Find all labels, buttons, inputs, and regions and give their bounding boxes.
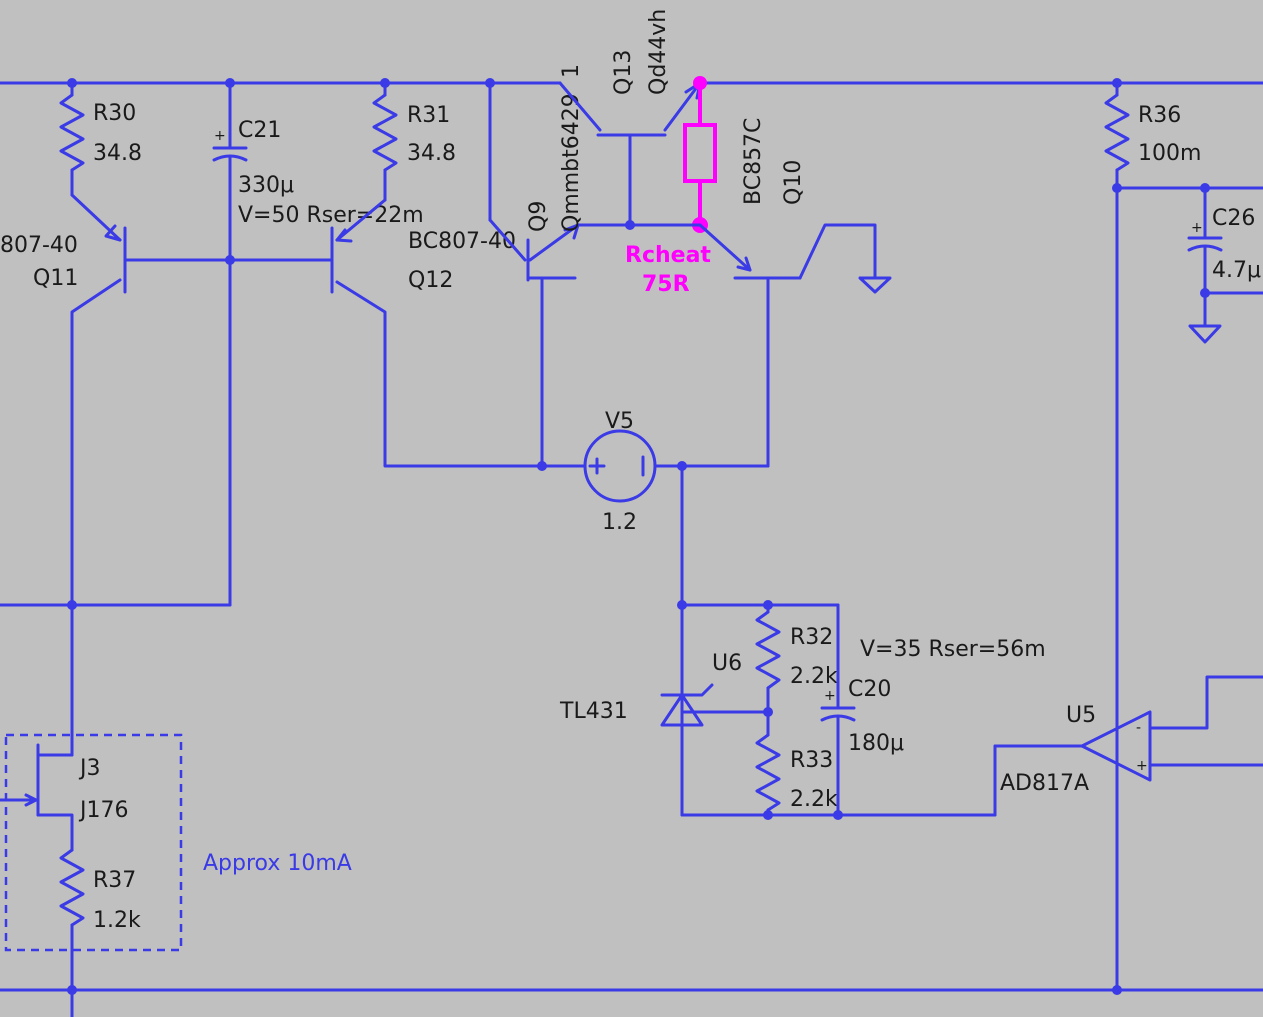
u5-minus: - (1136, 720, 1141, 736)
j3-ref: J3 (78, 756, 101, 781)
jfet-j3: J3 J176 (0, 603, 128, 852)
junction-dot (225, 255, 235, 265)
transistor-q11: 807-40 Q11 (0, 193, 232, 607)
rcheat-node-top (693, 76, 707, 90)
capacitor-c26: + C26 4.7μ (1187, 186, 1263, 344)
junction-dots (67, 78, 1210, 995)
u5-ref: U5 (1066, 703, 1096, 728)
rcheat-ref: Rcheat (625, 243, 711, 268)
q11-ref: Q11 (33, 266, 78, 291)
opamp-u5: - + U5 AD817A (993, 675, 1263, 817)
u6-ref: U6 (712, 651, 742, 676)
junction-dot (677, 461, 687, 471)
transistor-q12: BC807-40 Q12 (228, 198, 544, 468)
q9-model: Qmmbt6429 (559, 93, 584, 232)
resistor-r36: R36 100m (1104, 81, 1263, 992)
resistor-rcheat: Rcheat 75R (625, 76, 717, 297)
resistor-r32: R32 2.2k (755, 603, 838, 714)
bottom-rail (0, 988, 1263, 1017)
r37-value: 1.2k (93, 908, 141, 933)
c20-ref: C20 (848, 677, 891, 702)
junction-dot (625, 220, 635, 230)
junction-dot (763, 810, 773, 820)
transistor-q9: Q9 Qmmbt6429 (488, 81, 632, 468)
c21-ref: C21 (238, 118, 281, 143)
junction-dot (225, 78, 235, 88)
resistor-r33: R33 2.2k (755, 710, 838, 817)
capacitor-c21: + C21 330μ V=50 Rser=22m (212, 81, 424, 607)
r32-ref: R32 (790, 625, 833, 650)
q13-model: Qd44vh (646, 9, 671, 95)
capacitor-c20: + C20 180μ V=35 Rser=56m (820, 603, 1046, 817)
c21-value: 330μ (238, 173, 294, 198)
junction-dot (1112, 985, 1122, 995)
junction-dot (677, 600, 687, 610)
r36-ref: R36 (1138, 103, 1181, 128)
c21-polarity: + (214, 128, 226, 144)
ground-symbol-q10 (858, 276, 892, 294)
v5-value: 1.2 (602, 510, 637, 535)
resistor-r30: R30 34.8 (59, 81, 142, 197)
junction-dot (380, 78, 390, 88)
resistor-r31: R31 34.8 (372, 81, 456, 202)
r30-value: 34.8 (93, 141, 142, 166)
v5-ref: V5 (605, 409, 634, 434)
q10-ref: Q10 (781, 160, 806, 205)
shunt-u6: U6 TL431 (559, 651, 770, 727)
q12-ref: Q12 (408, 268, 453, 293)
source-v5: V5 1.2 (540, 409, 770, 535)
junction-dot (485, 78, 495, 88)
transistor-q10: BC857C Q10 (628, 118, 877, 468)
j3-model: J176 (78, 798, 128, 823)
resistor-r37: R37 1.2k (59, 848, 141, 992)
c20-polarity: + (824, 688, 836, 704)
q10-model: BC857C (741, 118, 766, 205)
c26-ref: C26 (1212, 206, 1255, 231)
junction-dot (537, 461, 547, 471)
r33-value: 2.2k (790, 787, 838, 812)
q12-model: BC807-40 (408, 229, 516, 254)
junction-dot (763, 600, 773, 610)
junction-dot (67, 78, 77, 88)
r33-ref: R33 (790, 748, 833, 773)
junction-dot (1112, 183, 1122, 193)
r36-value: 100m (1138, 141, 1201, 166)
junction-dot (833, 810, 843, 820)
junction-dot (1112, 78, 1122, 88)
q11-model: 807-40 (0, 233, 78, 258)
r30-ref: R30 (93, 101, 136, 126)
current-source-group-box (4, 733, 183, 952)
c20-params: V=35 Rser=56m (860, 637, 1046, 662)
c21-params: V=50 Rser=22m (238, 203, 424, 228)
junction-dot (1200, 288, 1210, 298)
current-note: Approx 10mA (203, 851, 352, 876)
c20-value: 180μ (848, 731, 904, 756)
q9-ref: Q9 (526, 201, 551, 232)
junction-dot (67, 985, 77, 995)
junction-dot (1200, 183, 1210, 193)
rcheat-value: 75R (642, 272, 690, 297)
q13-ref: Q13 (611, 50, 636, 95)
c26-value: 4.7μ (1212, 258, 1261, 283)
u5-plus: + (1136, 758, 1148, 774)
r32-value: 2.2k (790, 664, 838, 689)
u5-model: AD817A (1000, 771, 1089, 796)
c26-polarity: + (1191, 220, 1203, 236)
junction-dot (67, 600, 77, 610)
r37-ref: R37 (93, 868, 136, 893)
u6-model: TL431 (559, 699, 628, 724)
junction-dot (763, 707, 773, 717)
transistor-q13: Q13 Qd44vh 1 (558, 9, 702, 227)
r31-value: 34.8 (407, 141, 456, 166)
r31-ref: R31 (407, 103, 450, 128)
q13-extra: 1 (559, 64, 584, 78)
